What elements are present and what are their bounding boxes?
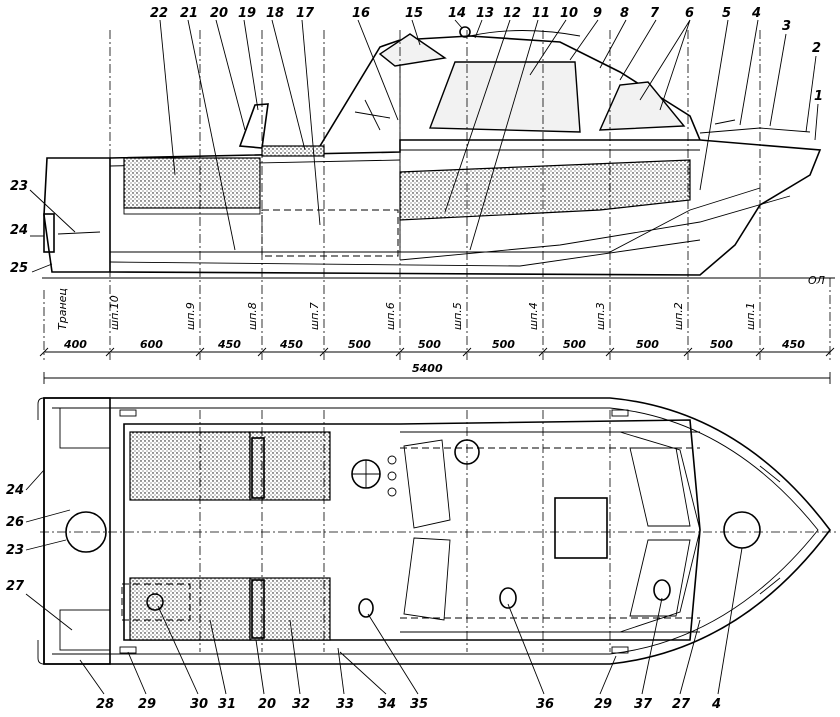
- plan-view: [37, 397, 836, 665]
- callout-1: 1: [814, 89, 823, 104]
- spacing-8: 500: [563, 338, 586, 351]
- callout-5: 5: [722, 6, 731, 21]
- side-window: [428, 61, 581, 133]
- frame-6: шп.6: [384, 302, 397, 330]
- callout-7: 7: [650, 6, 660, 21]
- spacing-7: 500: [492, 338, 515, 351]
- callout-24-plan: 24: [6, 483, 24, 498]
- spacing-9: 500: [636, 338, 659, 351]
- callout-22: 22: [150, 6, 168, 21]
- frame-7: шп.7: [308, 302, 321, 330]
- callout-27-plan: 27: [6, 579, 25, 594]
- waterline-label: ОЛ: [808, 274, 825, 287]
- callout-13: 13: [476, 6, 494, 21]
- callout-26-plan: 26: [6, 515, 24, 530]
- callout-35: 35: [410, 697, 428, 712]
- spacing-3: 450: [217, 338, 241, 351]
- frame-3: шп.3: [594, 302, 607, 330]
- callout-11: 11: [532, 6, 550, 21]
- callout-30: 30: [190, 697, 208, 712]
- dimension-lines: 400 600 450 450 500 500 500 500 500 500 …: [39, 338, 835, 384]
- spacing-2: 600: [140, 338, 163, 351]
- frame-1: шп.1: [744, 302, 757, 330]
- frame-transom: Транец: [56, 288, 69, 330]
- callout-29a: 29: [138, 697, 156, 712]
- callout-31: 31: [218, 697, 236, 712]
- callout-23-side: 23: [10, 179, 28, 194]
- callout-14: 14: [448, 6, 466, 21]
- callout-4-bottom: 4: [711, 697, 721, 712]
- frame-8: шп.8: [246, 302, 259, 330]
- callout-3: 3: [782, 19, 791, 34]
- total-length: 5400: [412, 362, 443, 375]
- spacing-6: 500: [418, 338, 441, 351]
- callout-19: 19: [238, 6, 256, 21]
- seat-top-aft: [129, 431, 251, 501]
- callout-34: 34: [378, 697, 396, 712]
- callout-20-plan: 20: [258, 697, 276, 712]
- callout-12: 12: [503, 6, 521, 21]
- callout-33: 33: [336, 697, 354, 712]
- callout-6: 6: [685, 6, 694, 21]
- callout-16: 16: [352, 6, 370, 21]
- callout-23-plan: 23: [6, 543, 24, 558]
- spacing-10: 500: [710, 338, 733, 351]
- callout-17: 17: [296, 6, 315, 21]
- callout-4: 4: [751, 6, 761, 21]
- front-window: [598, 81, 686, 131]
- frame-9: шп.9: [184, 302, 197, 330]
- callout-2: 2: [812, 41, 821, 56]
- cabin: [319, 35, 701, 147]
- frame-4: шп.4: [527, 302, 540, 330]
- callout-37: 37: [634, 697, 653, 712]
- frame-5: шп.5: [451, 302, 464, 330]
- spacing-11: 450: [781, 338, 805, 351]
- spacing-4: 450: [279, 338, 303, 351]
- frame-2: шп.2: [672, 302, 685, 330]
- frame-10: шп.10: [108, 295, 121, 330]
- frames: Транец шп.10 шп.9 шп.8 шп.7 шп.6 шп.5 шп…: [42, 30, 835, 360]
- callout-9: 9: [593, 6, 602, 21]
- callout-32: 32: [292, 697, 310, 712]
- plan-callouts: 24 26 23 27 28 29 30 31 20 32 33 34 35 3…: [6, 469, 743, 712]
- callout-10: 10: [560, 6, 578, 21]
- callout-21: 21: [180, 6, 198, 21]
- plan-hull-outer: [43, 397, 832, 665]
- callout-29b: 29: [594, 697, 612, 712]
- spacing-1: 400: [63, 338, 87, 351]
- callout-24-side: 24: [10, 223, 28, 238]
- side-view: [43, 26, 822, 276]
- callout-36: 36: [536, 697, 554, 712]
- side-callouts: 22 21 20 19 18 17 16 15 14 13 12 11 10 9…: [10, 6, 825, 287]
- callout-8: 8: [620, 6, 629, 21]
- transom-side: [43, 157, 111, 273]
- callout-18: 18: [266, 6, 284, 21]
- callout-27-bottom: 27: [672, 697, 691, 712]
- spacing-5: 500: [348, 338, 371, 351]
- callout-15: 15: [405, 6, 423, 21]
- callout-25-side: 25: [10, 261, 28, 276]
- callout-20: 20: [210, 6, 228, 21]
- callout-28: 28: [96, 697, 114, 712]
- transom-plan: [43, 397, 111, 665]
